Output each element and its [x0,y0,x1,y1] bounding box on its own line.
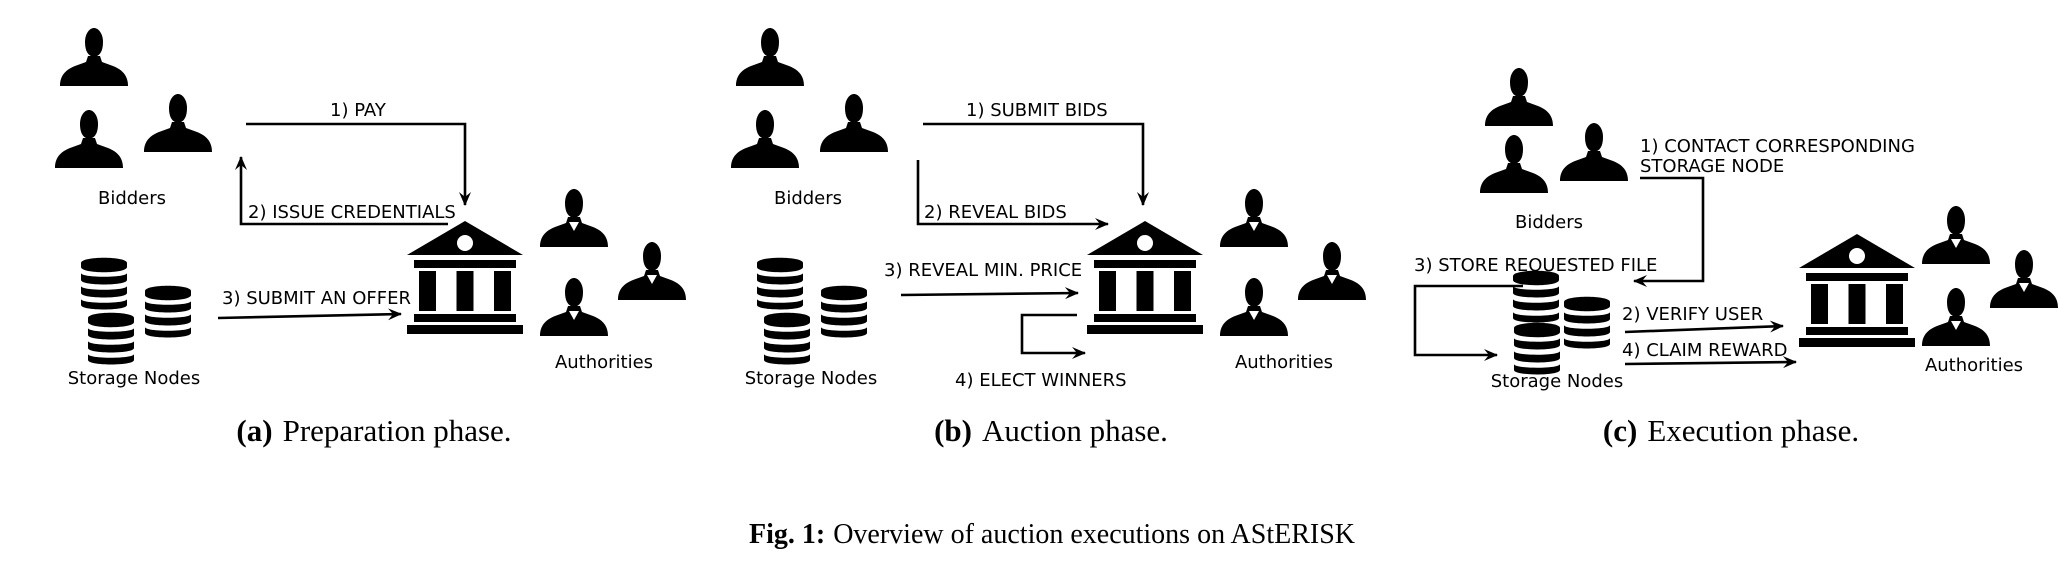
step-label: 3) SUBMIT AN OFFER [222,288,411,309]
arrow-icon [1633,176,1705,287]
storage-nodes-label: Storage Nodes [68,368,201,389]
person-icon [60,28,128,86]
subcaption-letter: (c) [1603,413,1637,448]
bank-icon [407,221,523,334]
bidders-label: Bidders [98,188,166,209]
step-label: 4) CLAIM REWARD [1622,340,1787,361]
person-icon [1480,135,1548,193]
subcaption-text: Auction phase. [982,413,1168,448]
database-icon [145,285,191,338]
arrow-icon [1624,356,1797,369]
authorities-label: Authorities [1925,355,2023,376]
step-label: 1) CONTACT CORRESPONDING [1640,136,1915,157]
database-icon [1514,322,1560,375]
step-label: 4) ELECT WINNERS [955,370,1127,391]
subcaption-letter: (b) [934,413,972,448]
bidders-group [1480,68,1628,193]
authority-person-icon [540,278,608,336]
bank-icon [1799,234,1915,347]
subcaption-b: (b) Auction phase. [934,413,1168,448]
storage-group [81,257,191,365]
panel-a: Bidders Storage Nodes Authorities 1) PAY… [55,28,686,448]
panel-b: Bidders Storage Nodes Authorities 1) SUB… [731,28,1366,448]
bank-icon [1087,221,1203,334]
bidders-label: Bidders [774,188,842,209]
authorities-label: Authorities [1235,352,1333,373]
authority-person-icon [1298,242,1366,300]
database-icon [757,257,803,310]
arrow-icon [246,122,471,206]
arrow-icon [1413,284,1523,361]
bidders-group [731,28,888,168]
step-label: STORAGE NODE [1640,156,1784,177]
authority-person-icon [1922,288,1990,346]
authorities-group [1922,206,2058,346]
database-icon [764,312,810,365]
authority-person-icon [1220,189,1288,247]
step-label: 1) PAY [330,100,387,121]
arrow-icon [235,156,448,226]
arrow-icon [923,122,1149,206]
person-icon [736,28,804,86]
subcaption-a: (a) Preparation phase. [236,413,511,448]
arrow-icon [217,308,402,321]
arrow-icon [916,160,1109,230]
person-icon [144,94,212,152]
person-icon [1485,68,1553,126]
storage-nodes-label: Storage Nodes [745,368,878,389]
step-label: 2) VERIFY USER [1622,304,1763,325]
database-icon [1564,296,1610,349]
arrow-icon [1624,320,1784,334]
storage-group [1513,270,1610,375]
step-label: 2) ISSUE CREDENTIALS [248,202,456,223]
authorities-group [540,189,686,336]
database-icon [88,312,134,365]
person-icon [55,110,123,168]
database-icon [1513,270,1559,323]
database-icon [81,257,127,310]
authority-person-icon [1922,206,1990,264]
bidders-label: Bidders [1515,212,1583,233]
database-icon [821,285,867,338]
authority-person-icon [1220,278,1288,336]
subcaption-letter: (a) [236,413,272,448]
authority-person-icon [540,189,608,247]
figure-caption: Fig. 1: Overview of auction executions on… [749,519,1355,550]
authorities-label: Authorities [555,352,653,373]
step-label: 2) REVEAL BIDS [924,202,1067,223]
person-icon [820,94,888,152]
step-label: 1) SUBMIT BIDS [966,100,1108,121]
subcaption-c: (c) Execution phase. [1603,413,1859,448]
storage-group [757,257,867,365]
step-label: 3) REVEAL MIN. PRICE [884,260,1082,281]
authority-person-icon [618,242,686,300]
person-icon [1560,123,1628,181]
arrow-icon [900,287,1079,300]
panel-c: Bidders Storage Nodes Authorities 1) CON… [1413,68,2058,448]
authorities-group [1220,189,1366,336]
arrow-icon [1020,313,1086,359]
bidders-group [55,28,212,168]
authority-person-icon [1990,250,2058,308]
subcaption-text: Execution phase. [1647,413,1859,448]
person-icon [731,110,799,168]
subcaption-text: Preparation phase. [283,413,512,448]
step-label: 3) STORE REQUESTED FILE [1414,255,1657,276]
figure-caption-text: Overview of auction executions on AStERI… [833,519,1355,550]
storage-nodes-label: Storage Nodes [1491,371,1624,392]
figure-caption-prefix: Fig. 1: [749,519,825,550]
